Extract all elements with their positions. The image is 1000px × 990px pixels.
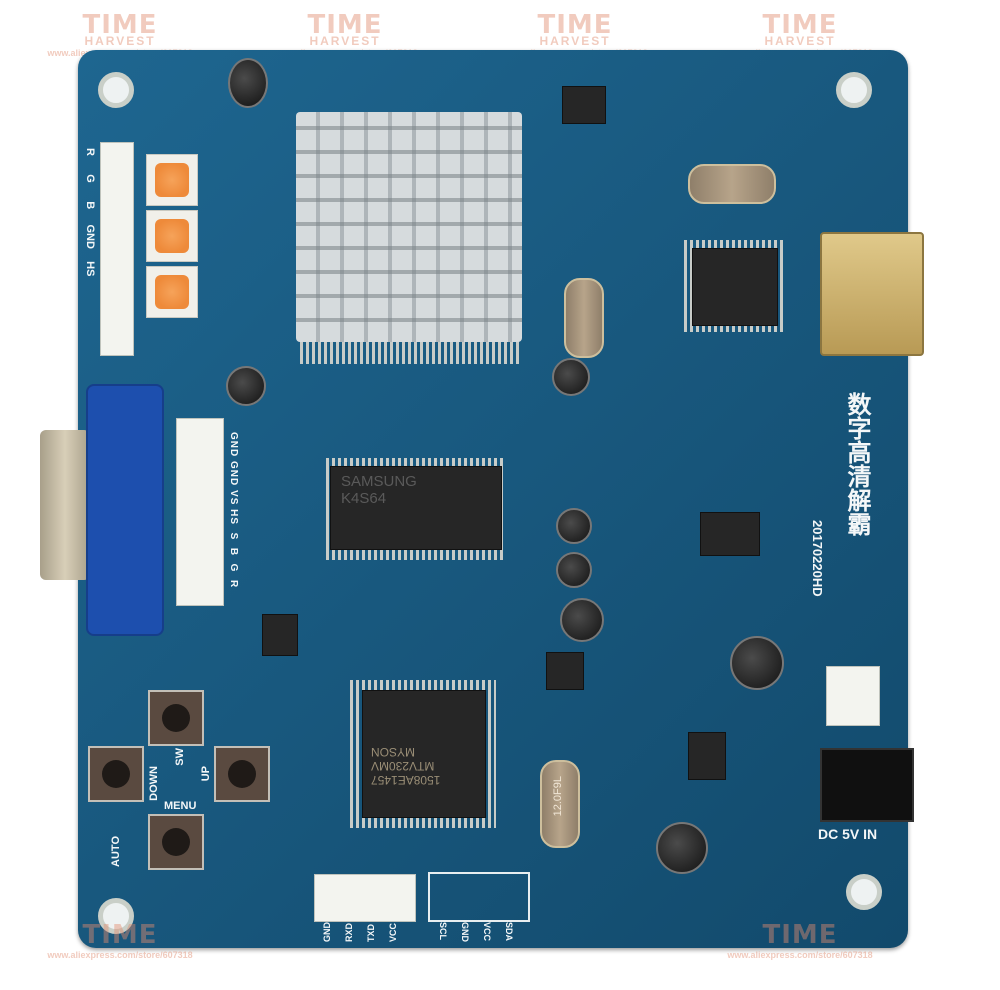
up-button[interactable] [214, 746, 270, 802]
capacitor [226, 366, 266, 406]
up-label: UP [200, 766, 212, 782]
sdram-chip: SAMSUNG K4S64 [330, 466, 502, 550]
ic [700, 512, 760, 556]
capacitor [556, 508, 592, 544]
rgb-header [100, 142, 134, 356]
mounting-hole [846, 874, 882, 910]
crystal [688, 164, 776, 204]
vga-connector[interactable] [86, 384, 164, 636]
regulator [546, 652, 584, 690]
hdmi-port[interactable] [820, 232, 924, 356]
menu-label: MENU [164, 800, 197, 812]
down-button[interactable] [88, 746, 144, 802]
uart-header [314, 874, 416, 922]
video-header-labels: GND GND VS HS S B G R [228, 432, 239, 589]
capacitor [552, 358, 590, 396]
hdmi-transmitter-chip [692, 248, 778, 326]
uart-labels: GND RXD TXD VCC [322, 922, 398, 942]
i2c-labels: SCL GND VCC SDA [438, 922, 514, 942]
crystal-12mhz: 12.0F9L [540, 760, 580, 848]
sw-button[interactable] [148, 690, 204, 746]
mounting-hole [836, 72, 872, 108]
mounting-hole [98, 72, 134, 108]
capacitor [560, 598, 604, 642]
potentiometer[interactable] [146, 154, 198, 206]
vga-dsub-shell [40, 430, 90, 580]
capacitor [556, 552, 592, 588]
crystal [564, 278, 604, 358]
auto-label: AUTO [110, 836, 122, 867]
fpga-pins [300, 340, 520, 364]
power-label: DC 5V IN [818, 826, 878, 842]
power-header [826, 666, 880, 726]
dc-power-jack[interactable] [820, 748, 914, 822]
mounting-hole [98, 898, 134, 934]
mcu-chip: 1508AE1457 MTV230MV MYSON [362, 690, 486, 818]
capacitor [656, 822, 708, 874]
ic [562, 86, 606, 124]
board-version: 20170220HD [810, 520, 825, 597]
ic [688, 732, 726, 780]
down-label: DOWN [148, 766, 160, 801]
video-header [176, 418, 224, 606]
capacitor [228, 58, 268, 108]
potentiometer[interactable] [146, 266, 198, 318]
i2c-pads [428, 872, 530, 922]
ic [262, 614, 298, 656]
heatsink [296, 112, 522, 342]
menu-button[interactable] [148, 814, 204, 870]
sw-label: SW [174, 748, 186, 766]
potentiometer[interactable] [146, 210, 198, 262]
board-title: 数字高清解霸 [843, 392, 872, 536]
rgb-header-labels: R G B GND HS [84, 148, 96, 277]
capacitor [730, 636, 784, 690]
